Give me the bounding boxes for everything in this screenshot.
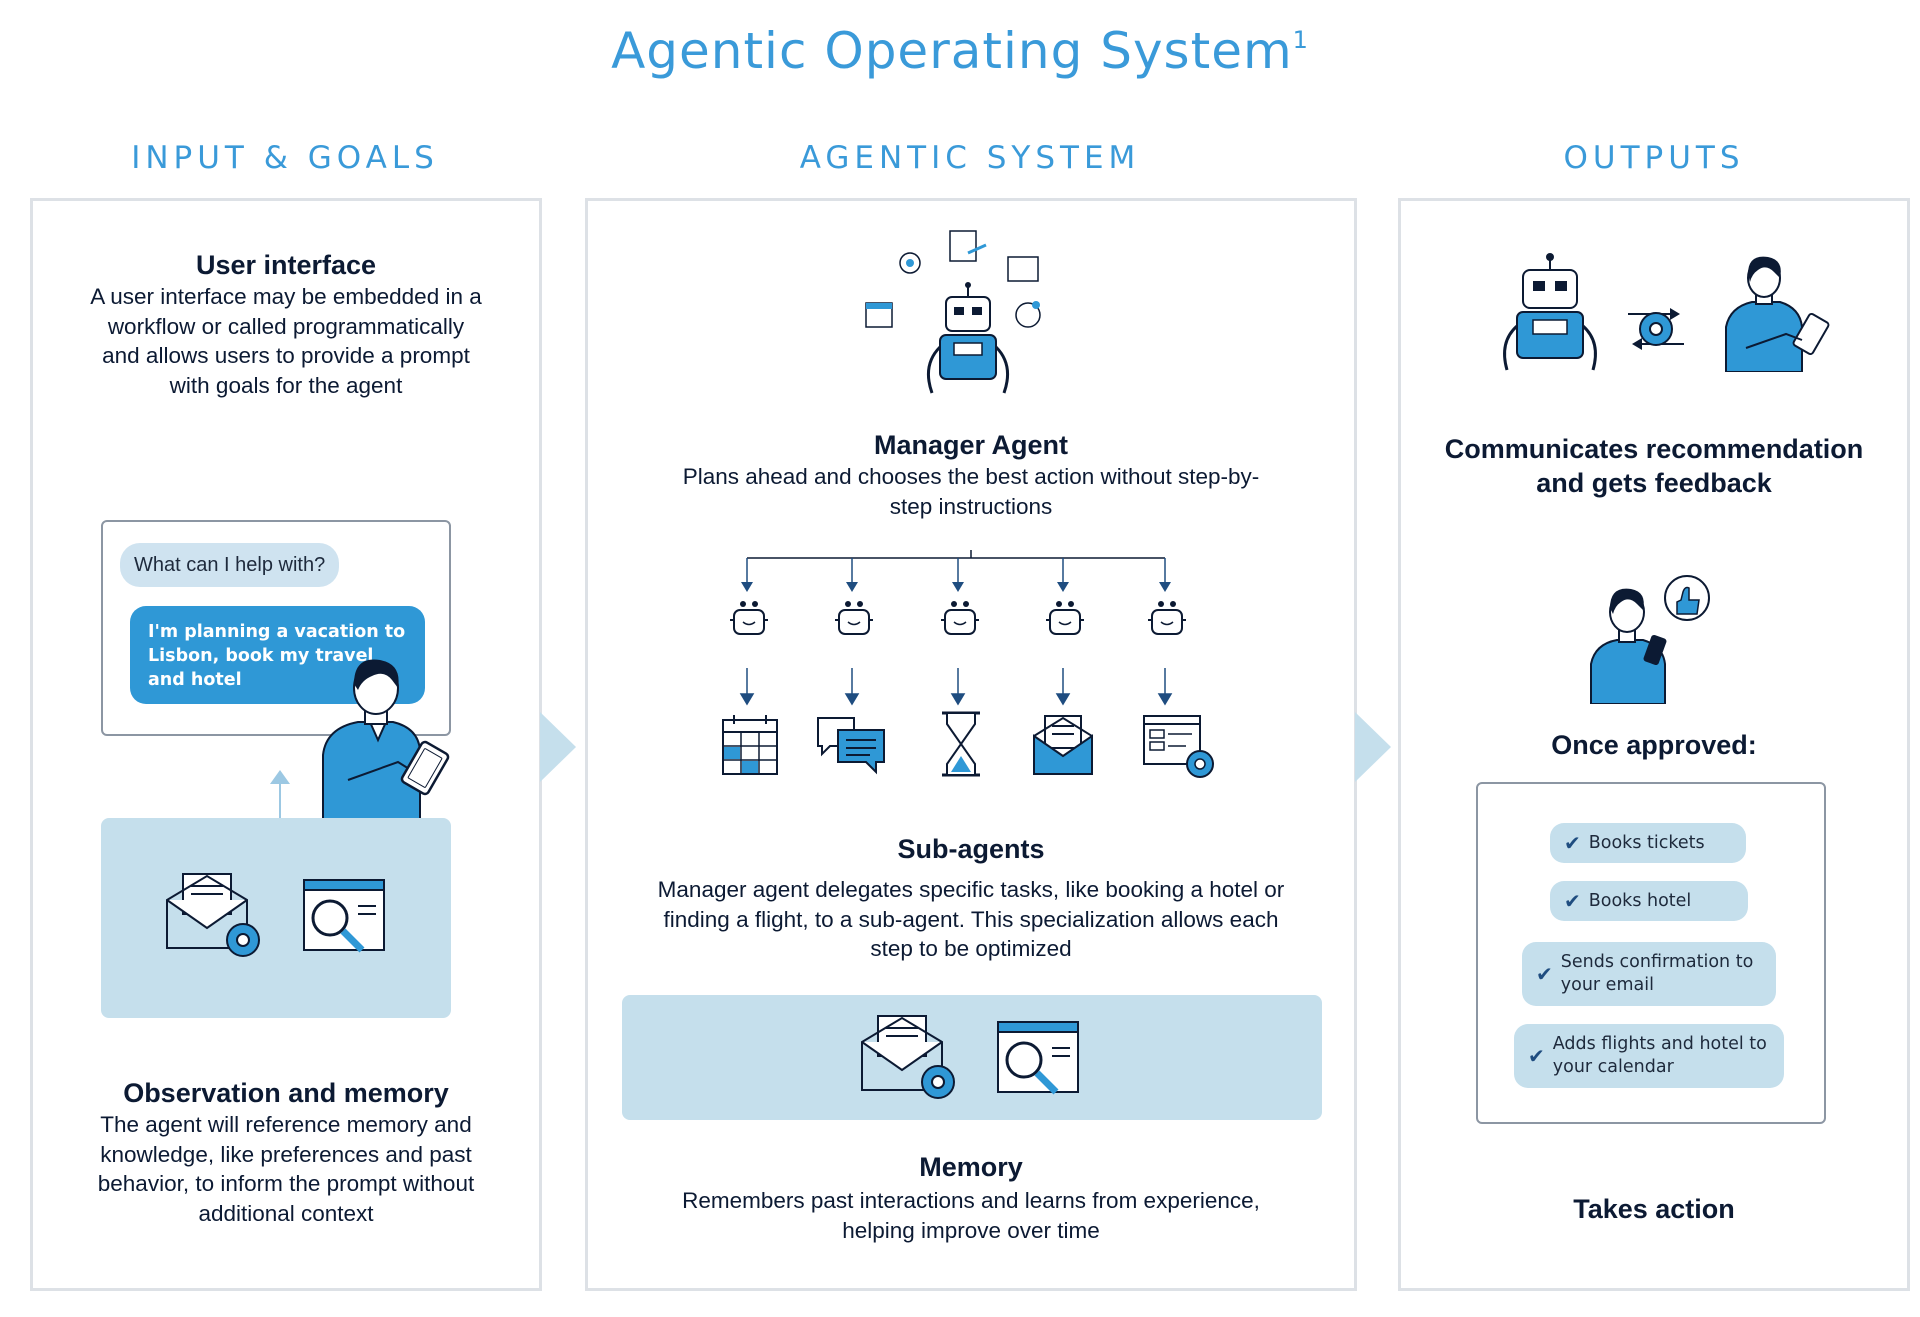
- person-feedback-icon: [1590, 575, 1710, 704]
- input-panel: [30, 198, 542, 1291]
- ui-description: A user interface may be embedded in a wo…: [90, 284, 482, 398]
- subagent-robot-icon: [1046, 601, 1084, 635]
- check-icon: ✔: [1536, 962, 1553, 986]
- exchange-gear-icon: [1628, 308, 1684, 350]
- action-pill: ✔ Sends confirmation to your email: [1522, 942, 1776, 1006]
- subagent-robot-icon: [941, 601, 979, 635]
- column-heading-outputs: OUTPUTS: [1563, 140, 1745, 176]
- browser-search-icon: [997, 1021, 1079, 1095]
- flow-arrow-icon: [1355, 712, 1391, 782]
- hourglass-icon: [942, 711, 980, 777]
- envelope-gear-icon: [861, 1015, 955, 1099]
- memory-tools-box: [101, 818, 451, 1018]
- subagent-robot-icon: [730, 601, 768, 635]
- chat-question-bubble: What can I help with?: [120, 543, 340, 587]
- manager-description: Plans ahead and chooses the best action …: [682, 464, 1260, 519]
- once-approved-heading: Once approved:: [1551, 730, 1757, 760]
- action-label: Adds flights and hotel to your calendar: [1552, 1034, 1767, 1077]
- person-tablet-icon: [1725, 256, 1830, 372]
- chat-icon: [817, 717, 885, 775]
- person-tablet-icon: [322, 659, 450, 820]
- check-icon: ✔: [1528, 1044, 1545, 1068]
- action-label: Books hotel: [1588, 891, 1692, 911]
- column-heading-input: INPUT & GOALS: [131, 140, 439, 176]
- action-pill: ✔ Adds flights and hotel to your calendar: [1514, 1024, 1784, 1088]
- subagents-heading: Sub-agents: [897, 834, 1045, 864]
- robot-icon: [1503, 253, 1597, 371]
- check-icon: ✔: [1564, 831, 1581, 855]
- subagent-robot-icon: [1148, 601, 1186, 635]
- check-icon: ✔: [1564, 889, 1581, 913]
- subagent-arrows: [739, 668, 1173, 706]
- subagent-robot-icon: [835, 601, 873, 635]
- title-footnote: 1: [1292, 26, 1309, 54]
- observation-heading: Observation and memory: [123, 1078, 449, 1108]
- subagent-robots-row: [720, 598, 1190, 646]
- page-title: Agentic Operating System1: [0, 22, 1920, 80]
- browser-settings-icon: [1143, 715, 1214, 778]
- memory-box: [622, 995, 1322, 1120]
- action-pill: ✔ Books hotel: [1550, 881, 1748, 921]
- envelope-gear-icon: [166, 873, 260, 957]
- column-heading-system: AGENTIC SYSTEM: [799, 140, 1141, 176]
- action-pill: ✔ Books tickets: [1550, 823, 1746, 863]
- envelope-icon: [1033, 715, 1093, 775]
- memory-heading: Memory: [919, 1152, 1023, 1182]
- ui-heading: User interface: [195, 250, 377, 280]
- up-arrow-icon: [270, 770, 290, 820]
- communicates-heading: Communicates recommendation and gets fee…: [1444, 434, 1864, 498]
- title-text: Agentic Operating System: [611, 22, 1293, 80]
- memory-description: Remembers past interactions and learns f…: [682, 1188, 1260, 1243]
- observation-description: The agent will reference memory and know…: [97, 1112, 475, 1226]
- action-label: Books tickets: [1588, 833, 1705, 853]
- manager-heading: Manager Agent: [873, 430, 1069, 460]
- calendar-icon: [722, 715, 778, 775]
- delegation-connector: [741, 550, 1171, 592]
- subagents-description: Manager agent delegates specific tasks, …: [657, 877, 1285, 961]
- browser-search-icon: [303, 879, 385, 953]
- manager-robot-icon: [865, 230, 1041, 394]
- takes-action-heading: Takes action: [1573, 1194, 1735, 1224]
- action-label: Sends confirmation to your email: [1560, 952, 1754, 995]
- flow-arrow-icon: [540, 712, 576, 782]
